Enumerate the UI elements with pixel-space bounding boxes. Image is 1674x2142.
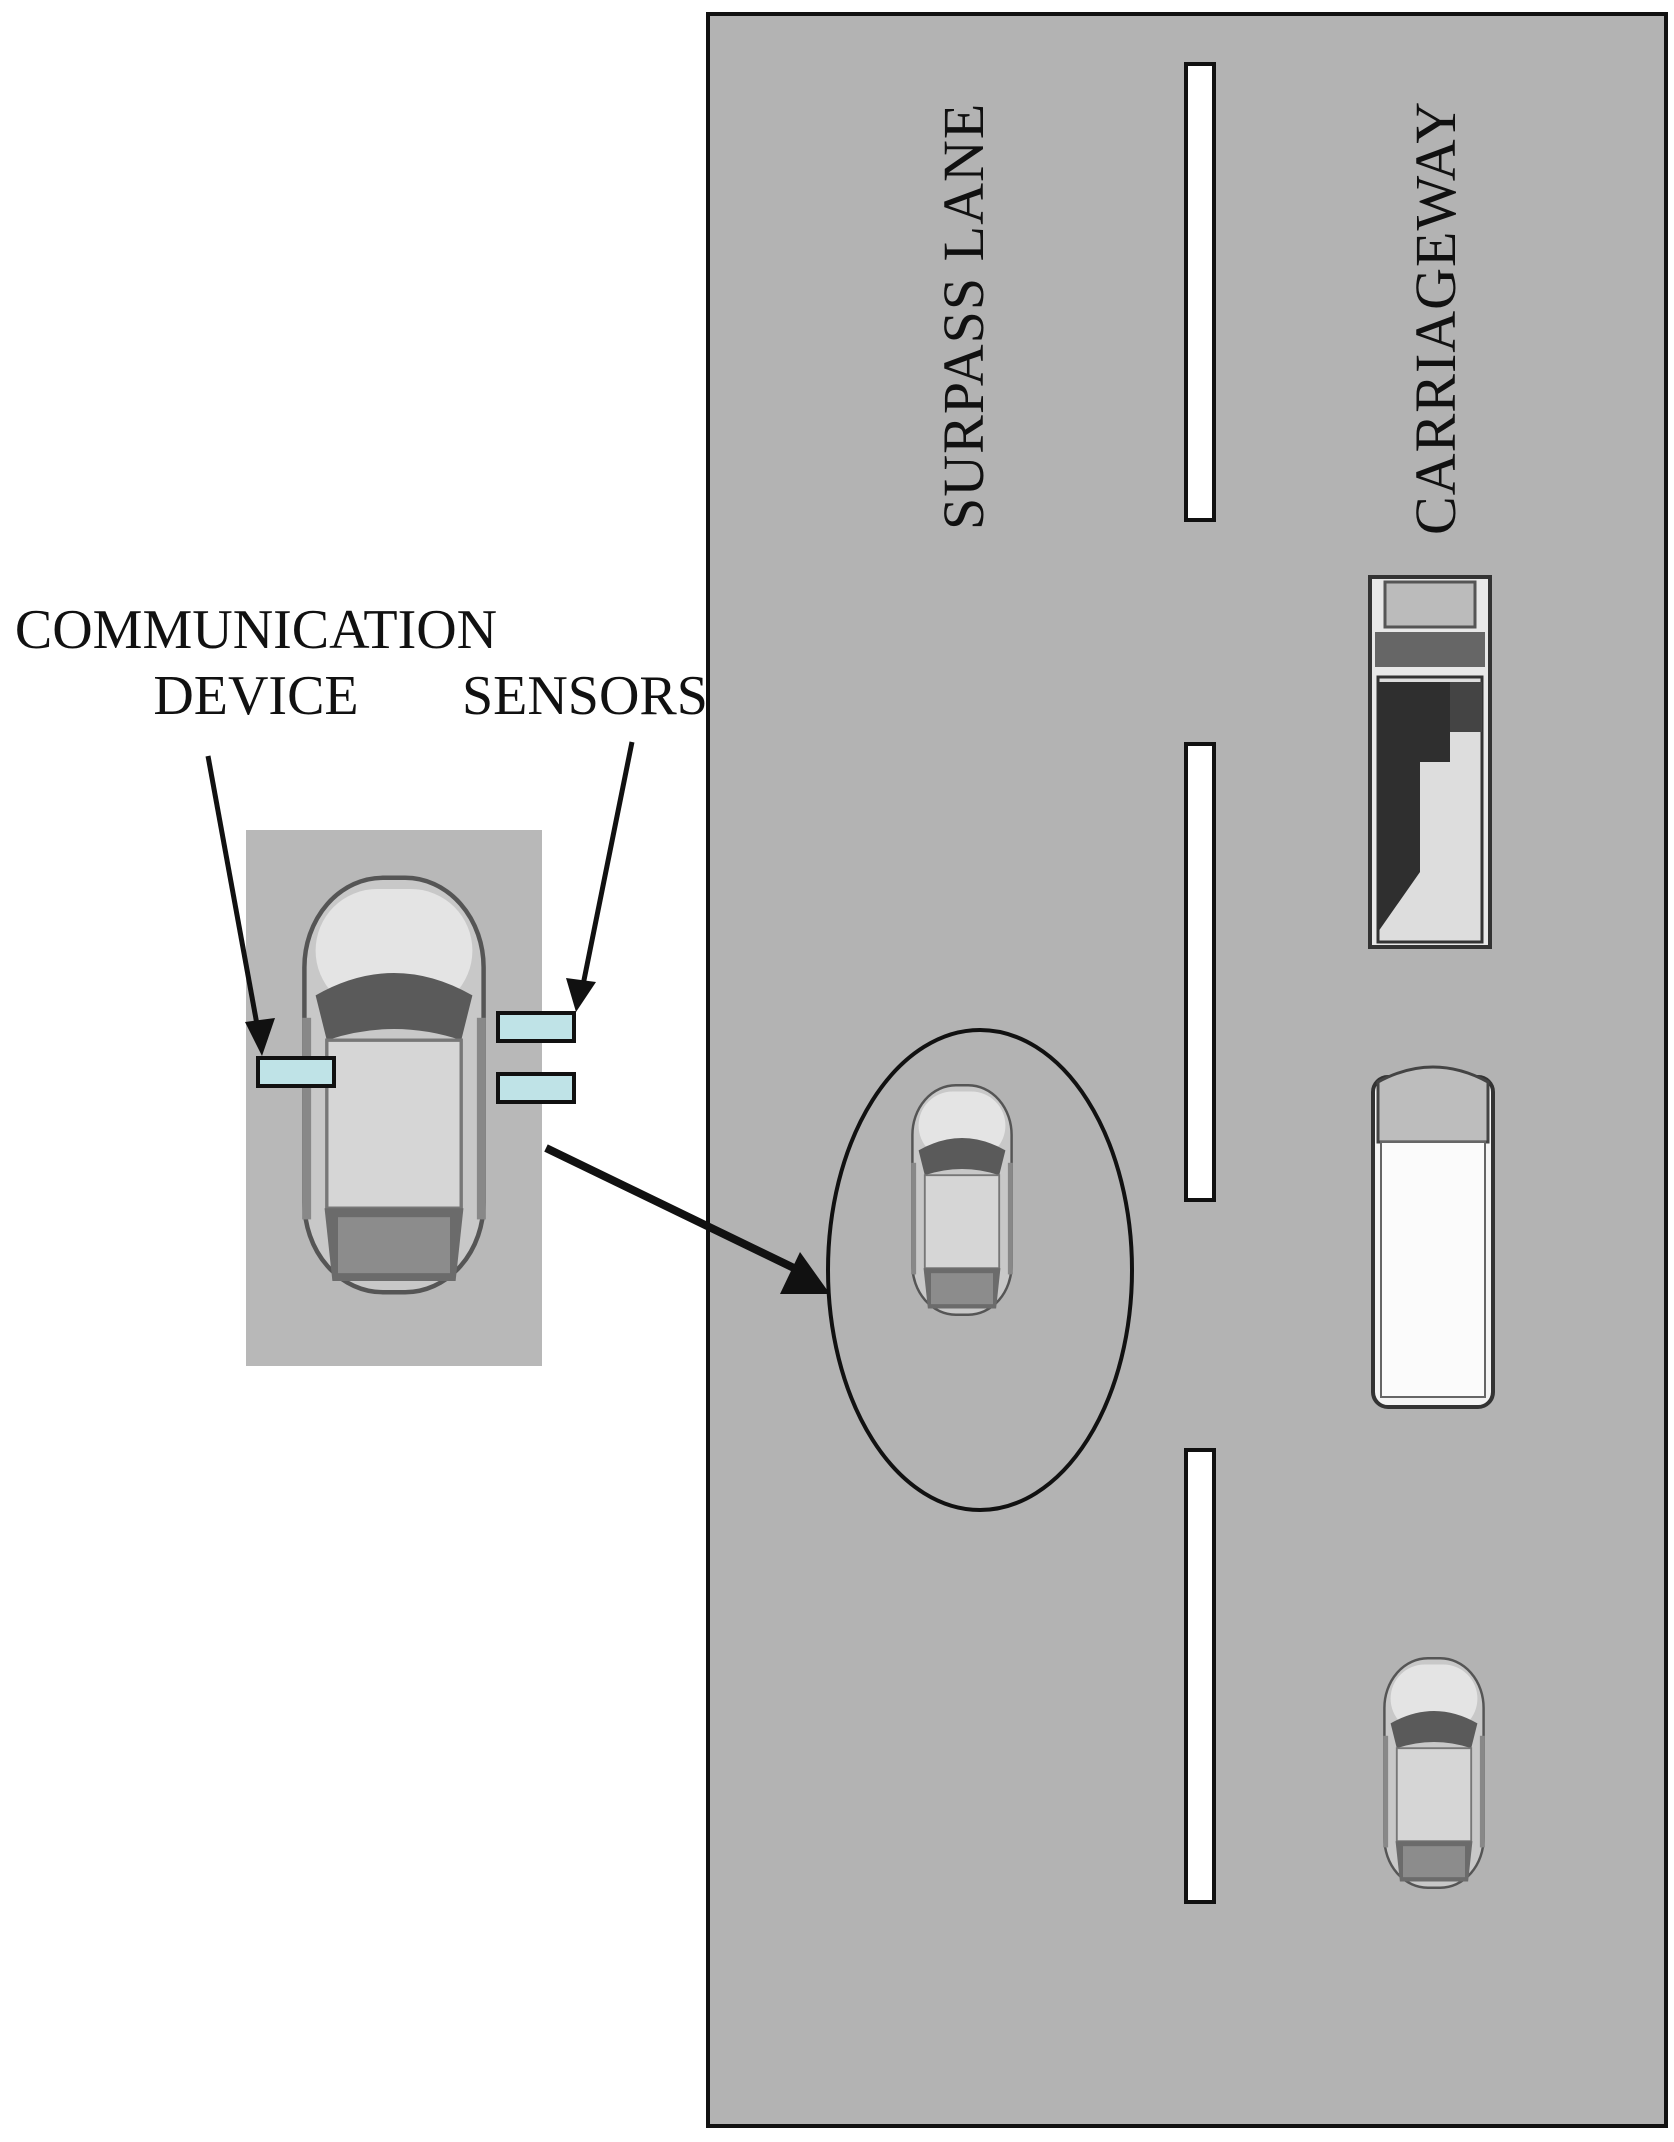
lane-marking (1184, 62, 1216, 522)
highlight-ellipse (826, 1028, 1134, 1512)
device-label: DEVICE (153, 665, 358, 727)
lane-marking (1184, 742, 1216, 1202)
lane-marking (1184, 1448, 1216, 1904)
car-icon (1381, 1657, 1487, 1889)
communication-device (256, 1056, 336, 1088)
communication-label: COMMUNICATION (15, 599, 497, 661)
sensor-rear (496, 1072, 576, 1104)
carriageway-label: CARRIAGEWAY (1403, 101, 1468, 535)
van-icon (1371, 1065, 1495, 1409)
arrow-to-sensors (566, 741, 635, 1012)
arrow-to-communication-device (205, 755, 275, 1056)
zoom-arrow (544, 1144, 830, 1294)
sensor-front (496, 1011, 576, 1043)
surpass-lane-label: SURPASS LANE (931, 103, 996, 530)
sensors-label: SENSORS (462, 665, 708, 727)
highlighted-car-icon (909, 1084, 1015, 1316)
truck-icon (1368, 575, 1492, 949)
